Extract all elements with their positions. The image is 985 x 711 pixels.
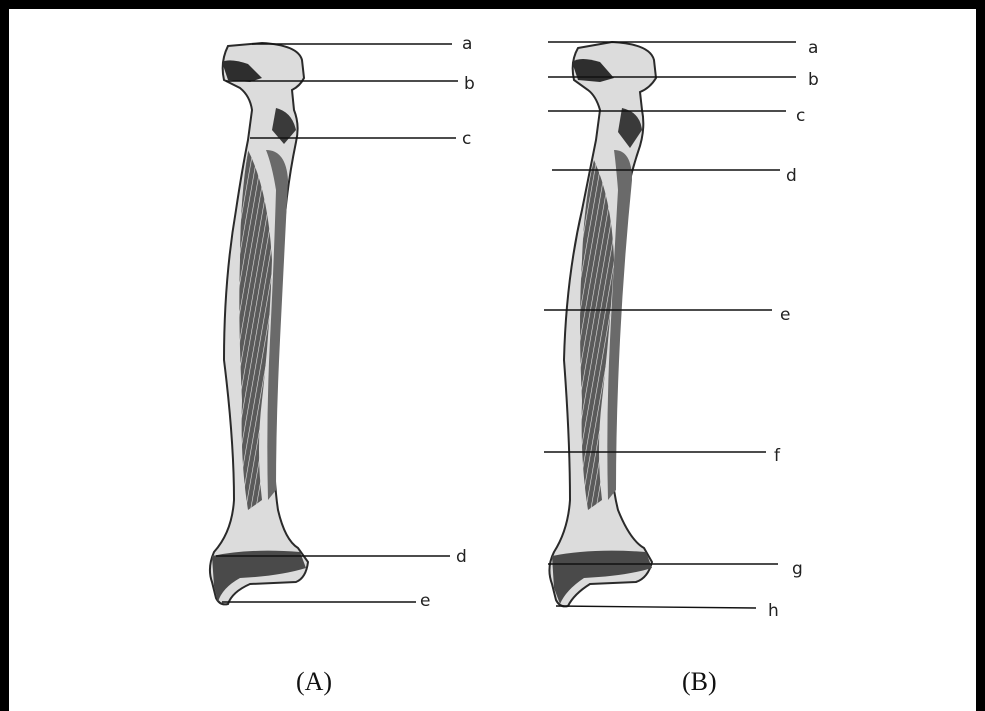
label-b-e: e <box>780 305 790 325</box>
caption-a: (A) <box>296 667 332 696</box>
label-a-c: c <box>462 129 471 149</box>
leader-line-b-h <box>556 606 756 608</box>
caption-b: (B) <box>682 667 717 696</box>
labels-a: a b c d e <box>420 34 475 611</box>
label-a-e: e <box>420 591 430 611</box>
label-b-d: d <box>786 166 797 186</box>
label-a-a: a <box>462 34 472 54</box>
label-b-a: a <box>808 38 818 58</box>
label-a-d: d <box>456 547 467 567</box>
label-b-b: b <box>808 70 819 90</box>
label-a-b: b <box>464 74 475 94</box>
label-b-g: g <box>792 559 803 579</box>
label-b-h: h <box>768 601 779 621</box>
labels-b: a b c d e f g h <box>768 38 819 621</box>
label-b-c: c <box>796 106 805 126</box>
bone-a <box>210 43 308 604</box>
label-b-f: f <box>774 446 781 466</box>
bone-b <box>549 42 656 606</box>
